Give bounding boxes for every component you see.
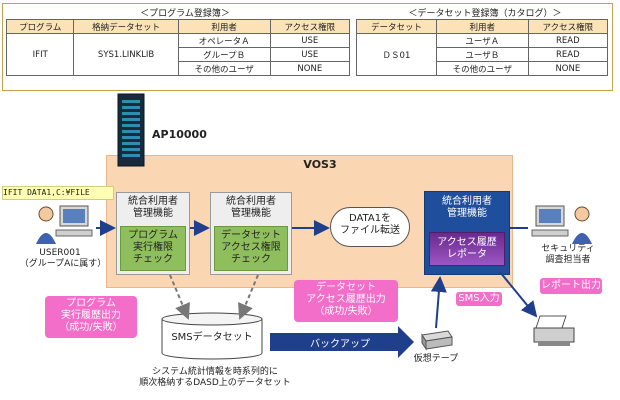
header-access: アクセス権限 <box>269 19 351 34</box>
integrated-user-mgmt-3-label: 統合利用者 管理機能 <box>442 196 492 219</box>
dataset-registry-table: データセット 利用者 アクセス権限 ＤＳ01 ユーザＡ READ ユーザＢ RE… <box>356 19 609 76</box>
user-pc-icon <box>36 205 93 244</box>
sms-input-arrow <box>430 276 447 329</box>
sms-dataset-cylinder <box>161 312 263 360</box>
integrated-user-mgmt-2-label: 統合利用者 管理機能 <box>226 196 276 219</box>
program-name: IFIT <box>5 33 75 76</box>
program-registry-table: プログラム 格納データセット 利用者 アクセス権限 IFIT SYS1.LINK… <box>5 19 351 76</box>
user-note: （グループAに属す） <box>19 259 107 269</box>
program-check-label: プログラム 実行権限 チェック <box>128 230 178 265</box>
sms-dataset-label: SMSデータセット <box>171 332 253 343</box>
server-icon <box>117 93 145 167</box>
table-cell-access: NONE <box>527 61 609 76</box>
log-arrow <box>238 274 259 320</box>
backup-label: バックアップ <box>310 339 370 350</box>
virtual-tape-icon <box>421 330 453 351</box>
report-arrow <box>499 271 538 318</box>
log-arrow <box>169 274 190 320</box>
callout-dataset-history: データセット アクセス履歴出力 （成功/失敗） <box>294 280 398 322</box>
header-dataset: 格納データセット <box>73 19 179 34</box>
callout-sms-input: SMS入力 <box>456 292 502 306</box>
security-pc-icon <box>531 205 592 244</box>
header-access: アクセス権限 <box>527 19 609 34</box>
printer-icon <box>533 315 575 346</box>
vos3-title: VOS3 <box>303 158 337 171</box>
virtual-tape-label: 仮想テープ <box>413 354 459 364</box>
header-user: 利用者 <box>177 19 271 34</box>
table-cell-access: NONE <box>269 61 351 76</box>
header-dataset: データセット <box>356 19 437 34</box>
user-name: USER001 <box>39 248 81 258</box>
callout-report-output: レポート出力 <box>540 278 602 294</box>
backup-arrow <box>270 326 414 358</box>
dataset-check-label: データセット アクセス権限 チェック <box>221 230 281 265</box>
program-registry-caption: ＜プログラム登録簿＞ <box>140 9 230 19</box>
header-user: 利用者 <box>435 19 529 34</box>
program-dataset: SYS1.LINKLIB <box>73 33 179 76</box>
dataset-check-box <box>214 226 288 271</box>
command-text: IFIT DATA1,C:¥FILE <box>2 186 114 200</box>
file-transfer-oval <box>330 207 410 247</box>
integrated-user-mgmt-1-label: 統合利用者 管理機能 <box>128 196 178 219</box>
program-check-box <box>120 226 186 271</box>
security-label: セキュリティ 調査担当者 <box>541 244 595 265</box>
server-label: AP10000 <box>152 128 207 141</box>
access-history-reporter-label: アクセス履歴 レポータ <box>437 237 497 260</box>
header-program: プログラム <box>5 19 75 34</box>
sms-dataset-note: システム統計情報を時系列的に 順次格納するDASD上のデータセット <box>139 367 291 388</box>
file-transfer-label: DATA1を ファイル転送 <box>340 213 400 236</box>
dataset-name: ＤＳ01 <box>356 33 437 76</box>
dataset-registry-caption: ＜データセット登録簿（カタログ）＞ <box>408 9 562 19</box>
access-history-reporter-box <box>429 232 505 266</box>
callout-program-history: プログラム 実行履歴出力 （成功/失敗） <box>45 296 137 338</box>
